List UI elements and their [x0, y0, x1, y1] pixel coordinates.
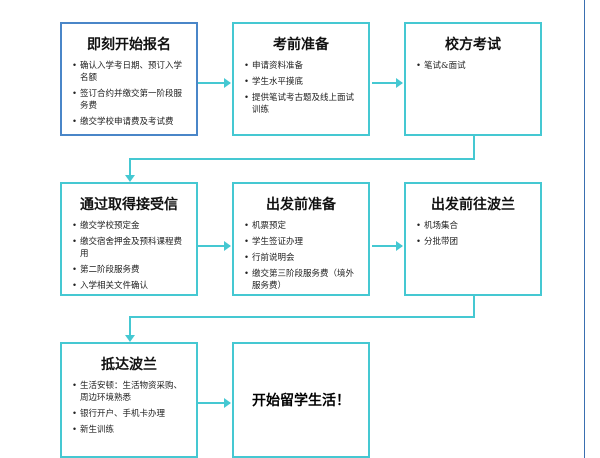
- connector-line: [473, 136, 475, 160]
- arrow-right-icon: [224, 78, 231, 88]
- step-item: 银行开户、手机卡办理: [72, 408, 190, 420]
- step-item: 缴交学校申请费及考试费: [72, 116, 190, 128]
- step-depart-poland: 出发前往波兰机场集合分批带团: [404, 182, 542, 296]
- step-item: 机票预定: [244, 220, 362, 232]
- step-item: 缴交宿舍押金及预科课程费用: [72, 236, 190, 260]
- connector-line: [198, 402, 230, 404]
- arrow-right-icon: [396, 78, 403, 88]
- step-item: 机场集合: [416, 220, 534, 232]
- step-item: 分批带团: [416, 236, 534, 248]
- arrow-right-icon: [224, 241, 231, 251]
- step-item: 学生签证办理: [244, 236, 362, 248]
- step-item: 缴交第三阶段服务费（境外服务费）: [244, 268, 362, 292]
- connector-line: [372, 82, 402, 84]
- step-items: 生活安顿：生活物资采购、周边环境熟悉银行开户、手机卡办理新生训练: [62, 380, 196, 436]
- step-items: 机票预定学生签证办理行前说明会缴交第三阶段服务费（境外服务费）: [234, 220, 368, 292]
- connector-line: [129, 158, 475, 160]
- step-item: 笔试&面试: [416, 60, 534, 72]
- step-items: 机场集合分批带团: [406, 220, 540, 248]
- step-items: 确认入学考日期、预订入学名额签订合约并缴交第一阶段服务费缴交学校申请费及考试费: [62, 60, 196, 128]
- step-school-exam: 校方考试笔试&面试: [404, 22, 542, 136]
- step-arrive-poland: 抵达波兰生活安顿：生活物资采购、周边环境熟悉银行开户、手机卡办理新生训练: [60, 342, 198, 458]
- connector-line: [198, 82, 230, 84]
- step-item: 签订合约并缴交第一阶段服务费: [72, 88, 190, 112]
- step-items: 申请资料准备学生水平摸底提供笔试考古题及线上面试训练: [234, 60, 368, 116]
- step-item: 申请资料准备: [244, 60, 362, 72]
- step-departure-prep: 出发前准备机票预定学生签证办理行前说明会缴交第三阶段服务费（境外服务费）: [232, 182, 370, 296]
- step-item: 新生训练: [72, 424, 190, 436]
- step-item: 行前说明会: [244, 252, 362, 264]
- arrow-down-icon: [125, 335, 135, 342]
- step-title: 即刻开始报名: [87, 37, 171, 53]
- step-item: 第二阶段服务费: [72, 264, 190, 276]
- step-title: 出发前准备: [266, 197, 336, 213]
- connector-line: [129, 316, 475, 318]
- connector-line: [198, 245, 230, 247]
- step-title: 抵达波兰: [101, 357, 157, 373]
- arrow-right-icon: [396, 241, 403, 251]
- step-start-life: 开始留学生活！: [232, 342, 370, 458]
- arrow-right-icon: [224, 398, 231, 408]
- step-items: 笔试&面试: [406, 60, 540, 72]
- step-item: 学生水平摸底: [244, 76, 362, 88]
- step-title: 开始留学生活！: [252, 393, 350, 409]
- step-items: 缴交学校预定金缴交宿舍押金及预科课程费用第二阶段服务费入学相关文件确认: [62, 220, 196, 292]
- step-item: 入学相关文件确认: [72, 280, 190, 292]
- step-item: 生活安顿：生活物资采购、周边环境熟悉: [72, 380, 190, 404]
- step-item: 缴交学校预定金: [72, 220, 190, 232]
- step-item: 确认入学考日期、预订入学名额: [72, 60, 190, 84]
- connector-line: [129, 316, 131, 340]
- step-title: 通过取得接受信: [80, 197, 178, 213]
- arrow-down-icon: [125, 175, 135, 182]
- step-title: 校方考试: [445, 37, 501, 53]
- step-title: 考前准备: [273, 37, 329, 53]
- page-edge-line: [584, 0, 585, 458]
- step-register: 即刻开始报名确认入学考日期、预订入学名额签订合约并缴交第一阶段服务费缴交学校申请…: [60, 22, 198, 136]
- step-item: 提供笔试考古题及线上面试训练: [244, 92, 362, 116]
- step-title: 出发前往波兰: [431, 197, 515, 213]
- connector-line: [372, 245, 402, 247]
- step-acceptance: 通过取得接受信缴交学校预定金缴交宿舍押金及预科课程费用第二阶段服务费入学相关文件…: [60, 182, 198, 296]
- connector-line: [473, 296, 475, 318]
- connector-line: [129, 158, 131, 180]
- step-exam-prep: 考前准备申请资料准备学生水平摸底提供笔试考古题及线上面试训练: [232, 22, 370, 136]
